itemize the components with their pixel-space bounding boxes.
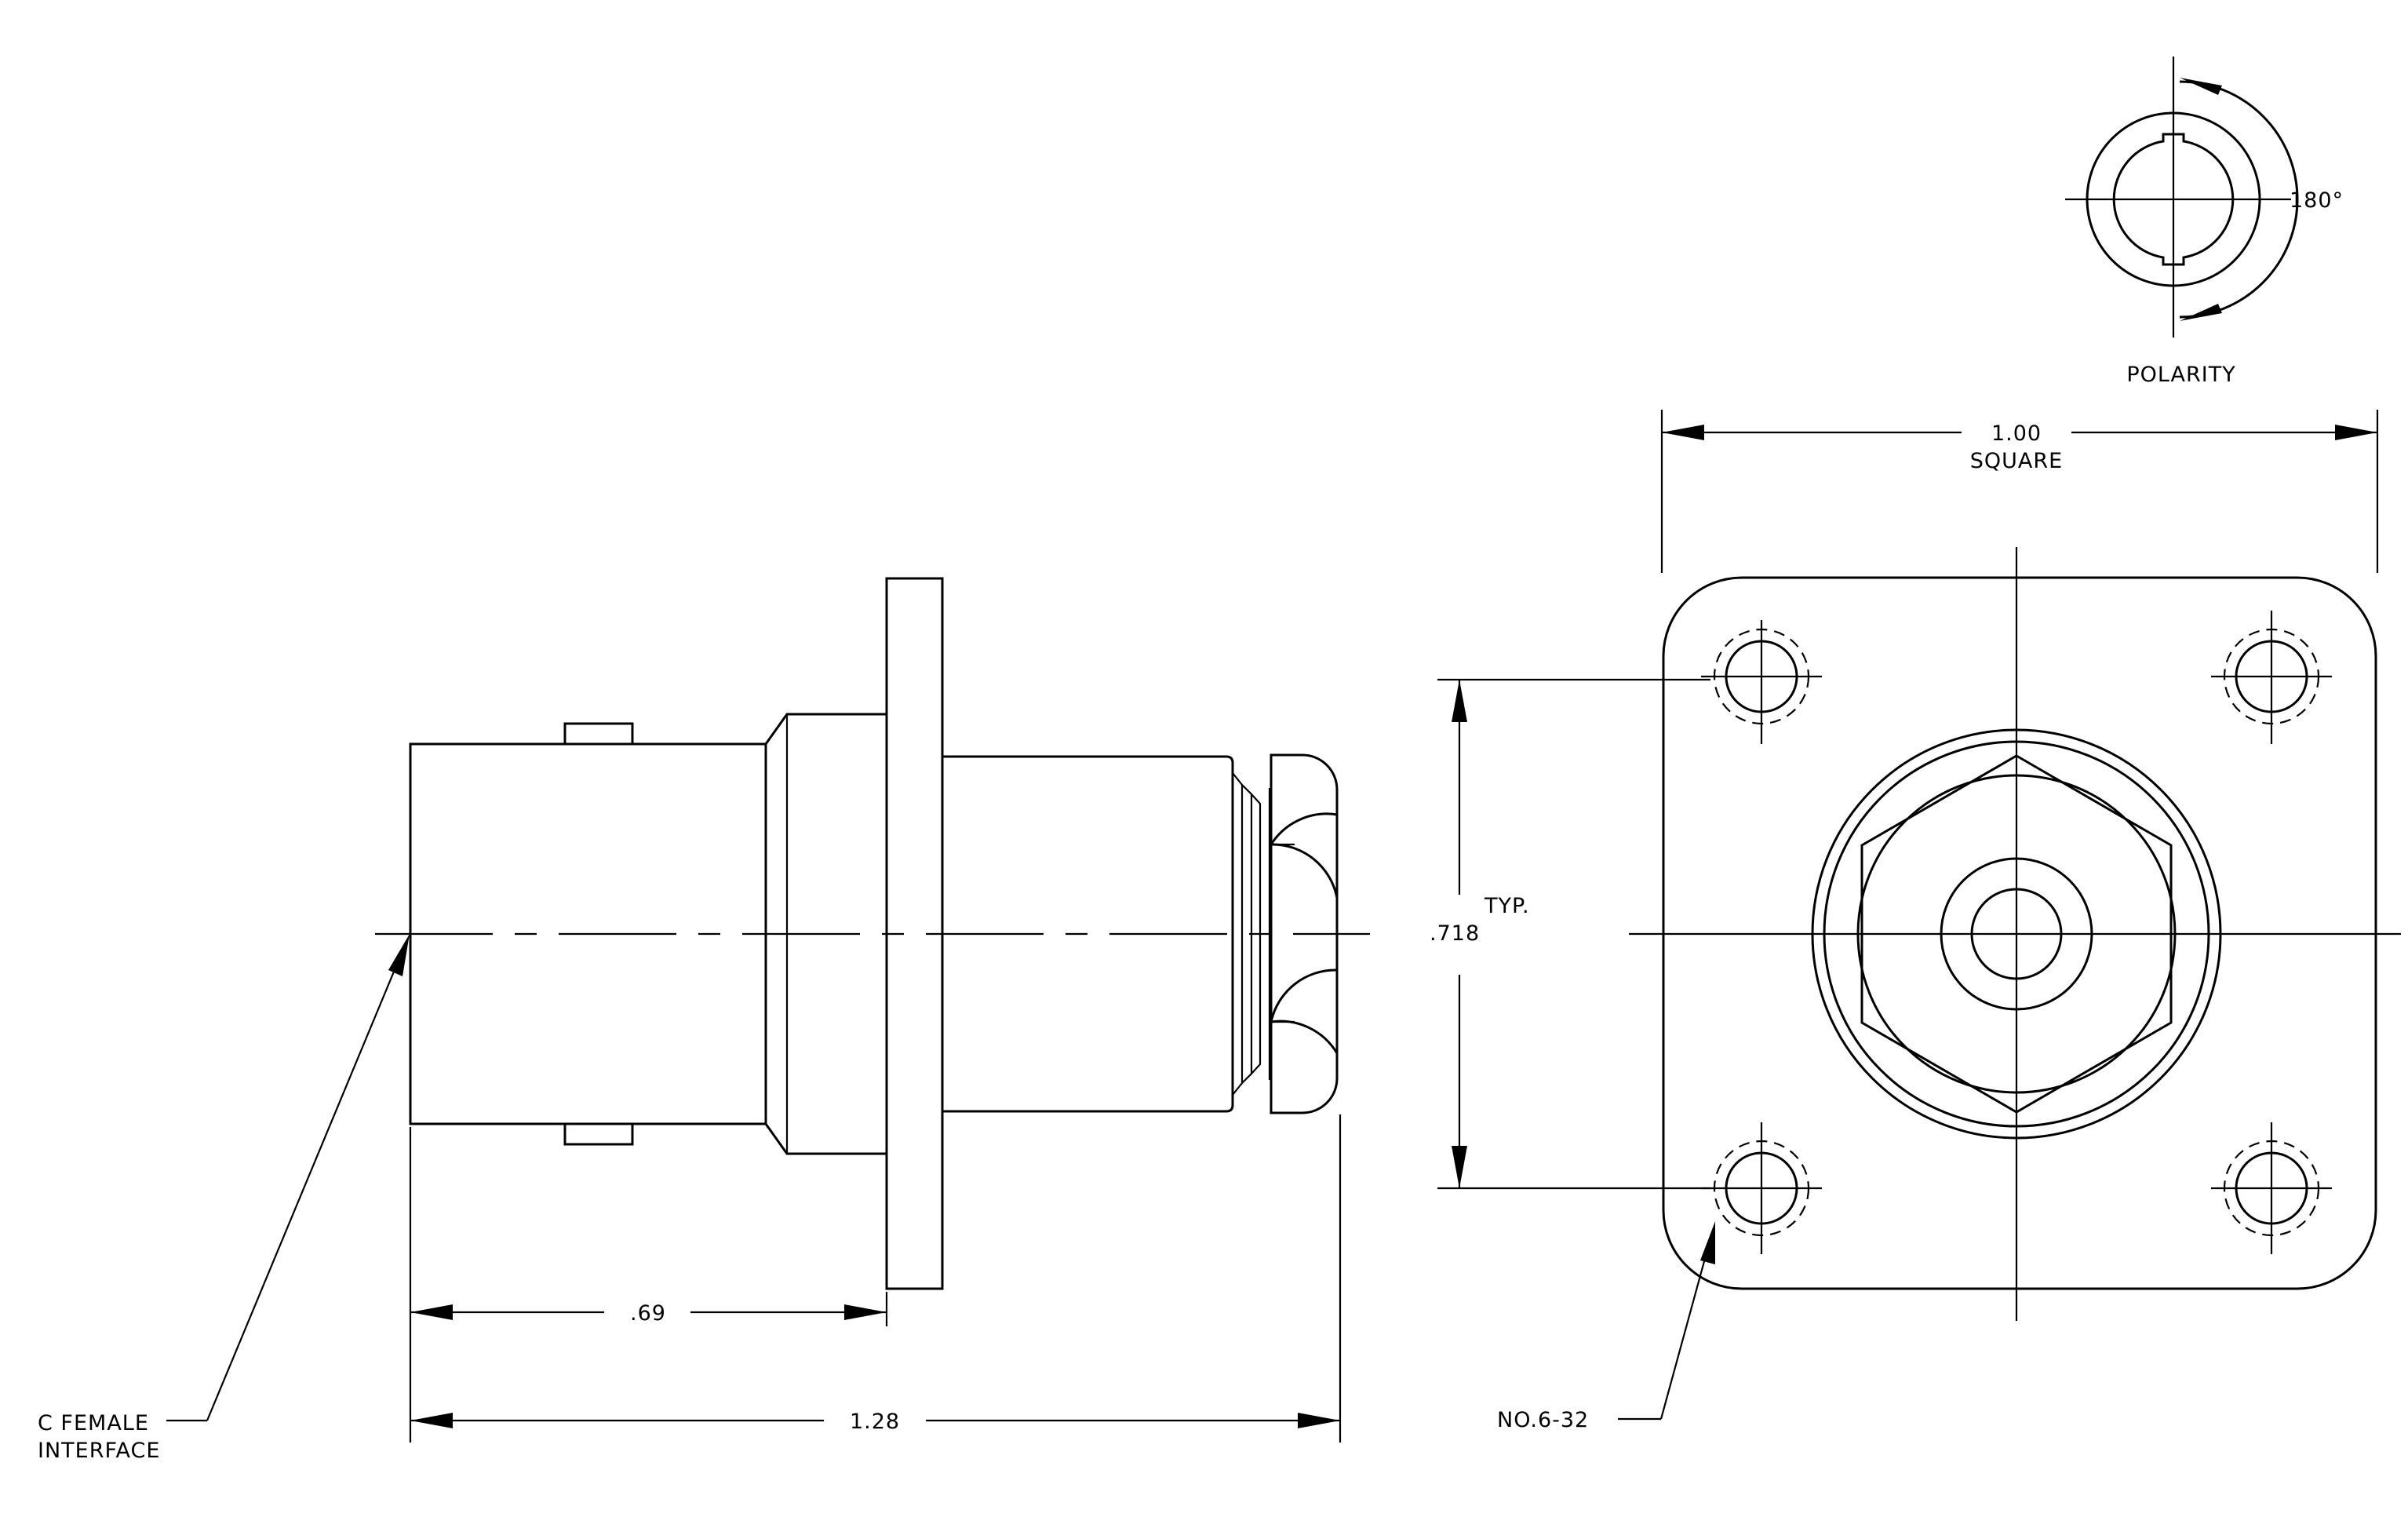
side-view — [375, 577, 1370, 1290]
mounting-hole-top-right — [2211, 611, 2332, 744]
overall-length-value: 1.28 — [850, 1410, 900, 1434]
thread-callout: NO.6-32 — [1497, 1221, 1715, 1432]
front-view — [1629, 547, 2401, 1321]
hole-spacing-note: TYP. — [1484, 894, 1530, 918]
polarity-arrow-top — [2180, 78, 2222, 95]
polarity-title: POLARITY — [2126, 363, 2235, 387]
mounting-hole-bottom-left — [1701, 1122, 1822, 1254]
polarity-detail: 180° POLARITY — [2065, 57, 2344, 387]
interface-callout-line2: INTERFACE — [38, 1439, 160, 1463]
overall-length-dimension: 1.28 — [410, 1114, 1342, 1443]
mounting-hole-bottom-right — [2211, 1122, 2332, 1254]
interface-callout-line1: C FEMALE — [38, 1411, 149, 1435]
polarity-arrow-bottom — [2180, 304, 2222, 321]
polarity-angle-label: 180° — [2290, 188, 2344, 213]
mounting-hole-top-left — [1701, 620, 1822, 744]
width-dimension-value: 1.00 — [1991, 421, 2042, 446]
thread-callout-label: NO.6-32 — [1497, 1408, 1589, 1432]
width-dimension-note: SQUARE — [1970, 449, 2063, 473]
hole-spacing-value: .718 — [1430, 921, 1480, 946]
flange-depth-value: .69 — [630, 1301, 666, 1326]
hole-spacing-dimension: TYP. .718 — [1430, 678, 1710, 1190]
width-dimension: 1.00 SQUARE — [1660, 410, 2379, 573]
interface-callout: C FEMALE INTERFACE — [38, 934, 410, 1463]
flange-depth-dimension: .69 — [409, 1127, 888, 1443]
